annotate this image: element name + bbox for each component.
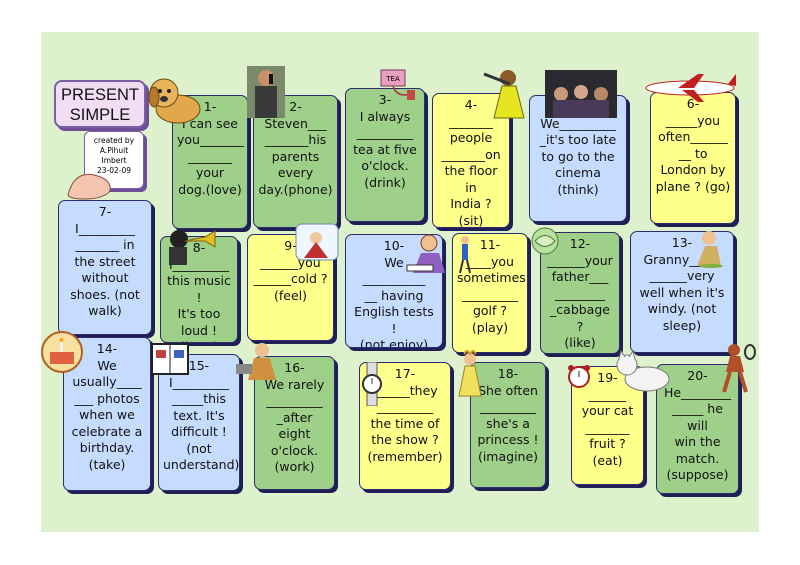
card-10: 10- We __________ __ having English test… (345, 234, 443, 348)
card-12-text: 12- ______your father___ ________ _cabba… (547, 236, 613, 350)
card-15: 15- I_________ _____this text. It's diff… (158, 354, 240, 491)
card-14: 14- We usually____ ___ photos when we ce… (63, 337, 151, 491)
card-12: 12- ______your father___ ________ _cabba… (540, 232, 620, 354)
card-11-text: 11- ____you sometimes _________ golf ? (… (457, 237, 526, 335)
card-10-text: 10- We __________ __ having English test… (354, 238, 434, 348)
card-8: 8- I_________ this music ! It's too loud… (160, 236, 238, 343)
card-15-text: 15- I_________ _____this text. It's diff… (163, 358, 240, 472)
card-8-text: 8- I_________ this music ! It's too loud… (167, 240, 231, 342)
worksheet-title: PRESENT SIMPLE (54, 80, 146, 128)
alarm-clock-illustration (568, 365, 590, 388)
golfer-illustration (459, 236, 471, 274)
card-14-text: 14- We usually____ ___ photos when we ce… (71, 341, 143, 472)
card-13-text: 13- Granny_____ ______very well when it'… (639, 235, 725, 333)
windy-illustration (697, 231, 723, 268)
card-3: 3- I always _________ tea at five o'cloc… (345, 88, 425, 222)
card-20-text: 20- He________ _____ he will win the mat… (663, 368, 732, 482)
flute-player-illustration (483, 70, 525, 119)
cat-illustration (616, 349, 670, 392)
princess-illustration (458, 350, 482, 397)
card-2: 2- Steven___ _______his parents every da… (253, 95, 338, 228)
card-19-text: 19- ______ your cat _______ fruit ? (eat… (581, 370, 634, 468)
cold-weather-illustration (295, 223, 339, 261)
airplane-illustration (645, 74, 736, 102)
card-1-text: 1- I can see you_______ _______ your dog… (177, 99, 244, 197)
card-6: 6- _____you often______ __ to London by … (650, 92, 736, 224)
card-6-text: 6- _____you often______ __ to London by … (655, 96, 731, 194)
card-11: 11- ____you sometimes _________ golf ? (… (452, 233, 528, 353)
worker-illustration (236, 343, 276, 380)
birthday-cake-illustration (41, 331, 83, 373)
card-1: 1- I can see you_______ _______ your dog… (172, 95, 248, 229)
trumpet-player-illustration (169, 230, 216, 265)
card-18: 18- She often _________ she's a princess… (470, 362, 546, 488)
bare-foot-illustration (67, 173, 111, 200)
tennis-player-illustration (722, 344, 756, 393)
card-17-text: 17- ______they _________ the time of the… (367, 366, 443, 464)
student-writing-illustration (406, 234, 445, 273)
card-4: 4- _______ people _______on the floor in… (432, 93, 510, 228)
tea-bag-illustration: TEA (380, 69, 415, 100)
book-illustration (151, 343, 189, 375)
cinema-photo (545, 70, 617, 118)
card-7-text: 7- I_________ _______ in the street with… (70, 204, 140, 318)
card-17: 17- ______they _________ the time of the… (359, 362, 451, 490)
watch-illustration (362, 362, 382, 406)
card-18-text: 18- She often _________ she's a princess… (477, 366, 539, 464)
card-5-text: 5- We_________ _it's too late to go to t… (539, 99, 617, 197)
man-phone-photo (247, 66, 285, 118)
cabbage-illustration (531, 227, 559, 255)
card-2-text: 2- Steven___ _______his parents every da… (258, 99, 333, 197)
card-3-text: 3- I always _________ tea at five o'cloc… (353, 92, 417, 190)
svg-text:TEA: TEA (385, 75, 400, 83)
card-4-text: 4- _______ people _______on the floor in… (441, 97, 501, 228)
dog-illustration (148, 78, 201, 124)
card-7: 7- I_________ _______ in the street with… (58, 200, 152, 335)
card-16-text: 16- We rarely _________ _after eight o'c… (264, 360, 325, 474)
